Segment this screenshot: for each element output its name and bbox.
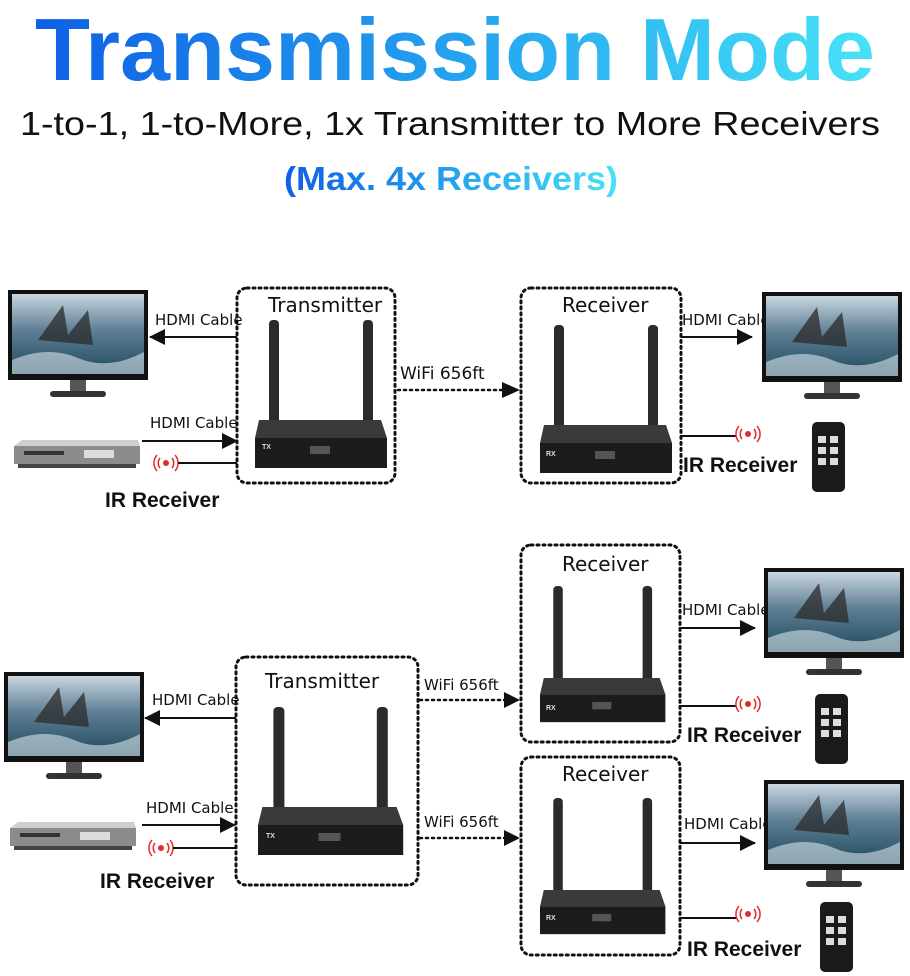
transmitter-box (235, 286, 397, 485)
receiver-device-icon (540, 325, 672, 473)
ir-receiver-label: IR Receiver (105, 489, 219, 512)
monitor-icon (762, 292, 902, 399)
monitor-icon (764, 568, 904, 675)
ir-signal-icon (735, 905, 761, 923)
wifi-label: WiFi 656ft (424, 813, 499, 831)
arrow-icon (504, 692, 520, 708)
receiver-box (519, 755, 682, 957)
hdmi-cable-label: HDMI Cable (684, 815, 772, 833)
transmitter-device-icon (258, 707, 404, 855)
receiver-label: Receiver (562, 762, 649, 786)
receiver-device-icon (540, 586, 666, 723)
rx-badge: RX (546, 451, 556, 458)
rx-badge: RX (546, 705, 556, 712)
ir-signal-icon (735, 425, 761, 443)
transmitter-device-icon (255, 320, 387, 468)
subtitle: 1-to-1, 1-to-More, 1x Transmitter to Mor… (20, 105, 880, 142)
monitor-icon (4, 672, 144, 779)
ir-signal-icon (735, 695, 761, 713)
ir-receiver-label: IR Receiver (687, 938, 801, 961)
ir-signal-icon (148, 839, 174, 857)
transmitter-label: Transmitter (264, 669, 380, 693)
receiver-label: Receiver (562, 552, 649, 576)
one-to-more-section: HDMI Cable HDMI Cable IR Receiver Transm… (4, 543, 904, 972)
transmitter-box (234, 655, 420, 887)
hdmi-cable-label: HDMI Cable (682, 601, 770, 619)
ir-receiver-label: IR Receiver (687, 724, 801, 747)
receiver-device-icon (540, 798, 666, 935)
hdmi-cable-label: HDMI Cable (155, 311, 243, 329)
one-to-one-section: HDMI Cable HDMI Cable IR Receiver Transm… (8, 286, 902, 512)
wifi-label: WiFi 656ft (424, 676, 499, 694)
receiver-box (519, 543, 682, 744)
remote-control-icon (812, 422, 845, 492)
dvd-player-icon (14, 440, 140, 468)
ir-receiver-label: IR Receiver (683, 454, 797, 477)
monitor-icon (8, 290, 148, 397)
page-title: Transmission Mode (35, 0, 875, 99)
tx-badge: TX (266, 833, 275, 840)
dvd-player-icon (10, 822, 136, 850)
wifi-label: WiFi 656ft (400, 364, 485, 384)
hdmi-cable-label: HDMI Cable (150, 414, 238, 432)
hdmi-cable-label: HDMI Cable (146, 799, 234, 817)
remote-control-icon (815, 694, 848, 764)
ir-signal-icon (153, 454, 179, 472)
receiver-box (519, 286, 683, 485)
monitor-icon (764, 780, 904, 887)
transmitter-label: Transmitter (267, 293, 383, 317)
arrow-icon (502, 382, 520, 398)
hdmi-cable-label: HDMI Cable (682, 311, 770, 329)
hdmi-cable-label: HDMI Cable (152, 691, 240, 709)
tx-badge: TX (262, 444, 271, 451)
rx-badge: RX (546, 915, 556, 922)
ir-receiver-label: IR Receiver (100, 870, 214, 893)
remote-control-icon (820, 902, 853, 972)
max-receivers-note: (Max. 4x Receivers) (284, 160, 618, 197)
receiver-label: Receiver (562, 293, 649, 317)
arrow-icon (504, 830, 520, 846)
